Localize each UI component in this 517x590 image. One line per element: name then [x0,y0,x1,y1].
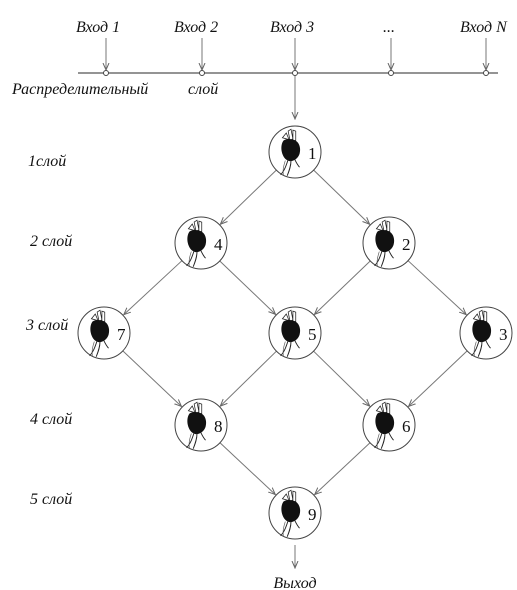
connection-5-to-6 [313,350,370,406]
neuron-9: 9 [268,486,322,540]
neuron-4: 4 [174,216,228,270]
layer-label-4: 4 слой [30,411,72,428]
connection-1-to-2 [313,169,370,224]
bus-node-2 [199,70,205,76]
input-label-3: Вход 3 [270,19,314,36]
neuron-7: 7 [77,306,131,360]
layer-label-1: 1слой [28,153,66,170]
distribution-layer-label: Распределительный [11,81,148,98]
neuron-number: 4 [214,235,223,254]
neuron-number: 7 [117,325,126,344]
neuron-1: 1 [268,125,322,179]
layer-label-2: 2 слой [30,233,72,250]
connection-3-to-6 [409,350,468,407]
neuron-8: 8 [174,398,228,452]
connection-5-to-8 [220,350,277,406]
neuron-3: 3 [459,306,513,360]
input-label-2: Вход 2 [174,19,218,36]
neurons: 1 4 2 7 5 3 8 6 9 [77,125,513,540]
connection-8-to-9 [219,442,275,495]
bus-node-ellipsis [388,70,394,76]
neuron-number: 6 [402,417,411,436]
output-label: Выход [273,575,316,590]
connection-arrows [122,169,468,495]
neuron-5: 5 [268,306,322,360]
connection-2-to-5 [315,260,371,314]
bus-node-n [483,70,489,76]
layer-label-3: 3 слой [25,317,68,334]
distribution-layer-label-word: слой [188,81,218,98]
neuron-number: 3 [499,325,508,344]
neuron-number: 2 [402,235,411,254]
connection-2-to-3 [407,260,466,315]
neuron-6: 6 [362,398,416,452]
input-label-ellipsis: ... [383,19,395,36]
input-label-n: Вход N [460,19,508,36]
neuron-number: 5 [308,325,317,344]
bus-node-3 [292,70,298,76]
neuron-number: 9 [308,505,317,524]
neuron-2: 2 [362,216,416,270]
neuron-number: 1 [308,144,317,163]
connection-4-to-5 [219,260,276,314]
bus-node-1 [103,70,109,76]
connection-6-to-9 [315,442,371,495]
connection-7-to-8 [122,350,182,407]
input-label-1: Вход 1 [76,19,120,36]
neuron-number: 8 [214,417,223,436]
connection-4-to-7 [124,260,183,315]
connection-1-to-4 [220,169,277,224]
layer-label-5: 5 слой [30,491,72,508]
